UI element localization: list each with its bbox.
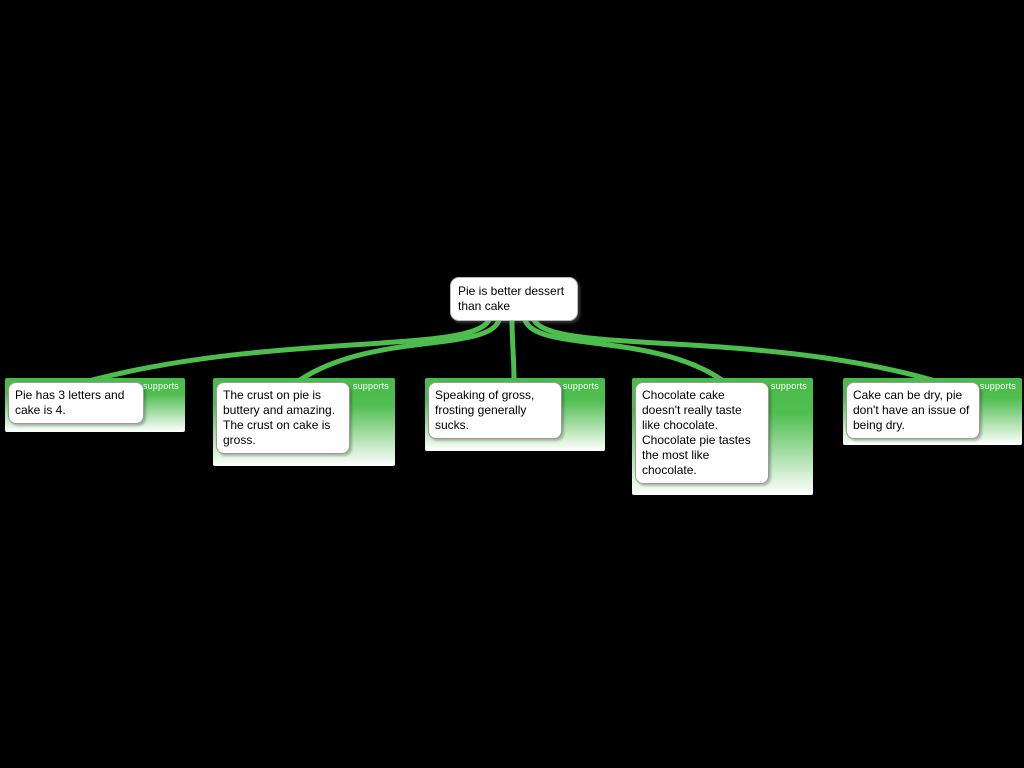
supports-label: supports	[352, 381, 389, 391]
connector-line	[509, 317, 517, 383]
connector-line	[531, 317, 935, 383]
support-text: Chocolate cake doesn't really taste like…	[642, 388, 751, 477]
support-text: Pie has 3 letters and cake is 4.	[15, 388, 125, 417]
support-panel[interactable]: supports Cake can be dry, pie don't have…	[843, 378, 1022, 445]
connector-line	[522, 317, 725, 383]
supports-label: supports	[979, 381, 1016, 391]
support-text: Cake can be dry, pie don't have an issue…	[853, 388, 970, 432]
claim-text: Pie is better dessert than cake	[458, 284, 565, 313]
claim-node[interactable]: Pie is better dessert than cake	[450, 277, 578, 321]
support-node[interactable]: The crust on pie is buttery and amazing.…	[216, 382, 350, 454]
support-text: Speaking of gross, frosting generally su…	[435, 388, 535, 432]
supports-label: supports	[562, 381, 599, 391]
connector-line	[89, 317, 492, 383]
supports-label: supports	[142, 381, 179, 391]
support-panel[interactable]: supports Chocolate cake doesn't really t…	[632, 378, 813, 495]
connector-line	[297, 317, 502, 383]
support-panel[interactable]: supports Pie has 3 letters and cake is 4…	[5, 378, 185, 432]
support-text: The crust on pie is buttery and amazing.…	[223, 388, 336, 447]
supports-label: supports	[770, 381, 807, 391]
support-node[interactable]: Chocolate cake doesn't really taste like…	[635, 382, 769, 484]
support-node[interactable]: Cake can be dry, pie don't have an issue…	[846, 382, 980, 439]
support-panel[interactable]: supports The crust on pie is buttery and…	[213, 378, 395, 466]
support-node[interactable]: Speaking of gross, frosting generally su…	[428, 382, 562, 439]
support-node[interactable]: Pie has 3 letters and cake is 4.	[8, 382, 144, 424]
support-panel[interactable]: supports Speaking of gross, frosting gen…	[425, 378, 605, 451]
